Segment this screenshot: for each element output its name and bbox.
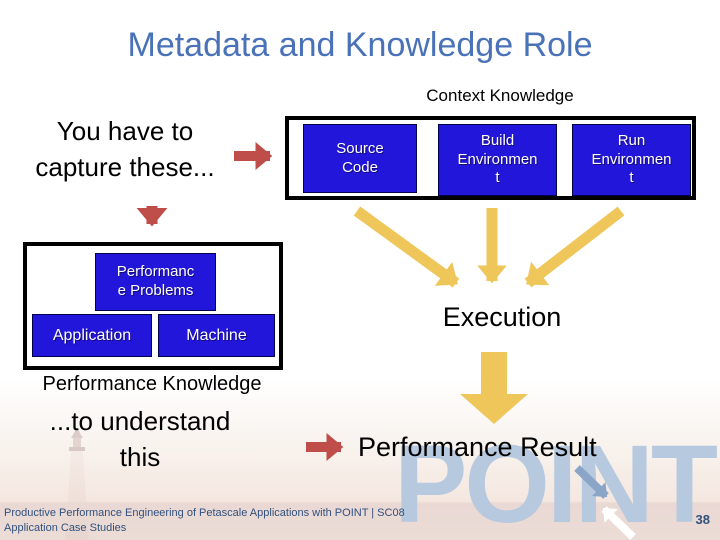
lighthouse-lamp xyxy=(73,438,81,447)
application-box: Application xyxy=(32,314,152,357)
lighthouse-cap xyxy=(71,428,83,438)
build-environment-box: Build Environmen t xyxy=(438,124,557,196)
arrow-source-to-execution xyxy=(353,206,460,288)
source-code-box: Source Code xyxy=(303,124,417,193)
slide-title: Metadata and Knowledge Role xyxy=(127,26,593,64)
lighthouse-tower xyxy=(65,451,89,540)
context-knowledge-container: Source Code Build Environmen t Run Envir… xyxy=(285,116,696,200)
machine-box: Machine xyxy=(158,314,275,357)
arrow-run-to-execution xyxy=(524,206,625,288)
lighthouse-gallery xyxy=(69,447,85,451)
context-knowledge-heading: Context Knowledge xyxy=(426,86,574,105)
run-environment-box: Run Environmen t xyxy=(572,124,691,196)
execution-label: Execution xyxy=(442,302,562,332)
performance-problems-box: Performanc e Problems xyxy=(95,253,216,311)
lighthouse-image xyxy=(57,428,97,540)
performance-knowledge-container: Performanc e Problems Application Machin… xyxy=(23,242,283,370)
point-logo-watermark: POINT xyxy=(394,423,718,540)
background-photo-band xyxy=(0,378,720,540)
capture-note: You have to capture these... xyxy=(35,116,215,183)
